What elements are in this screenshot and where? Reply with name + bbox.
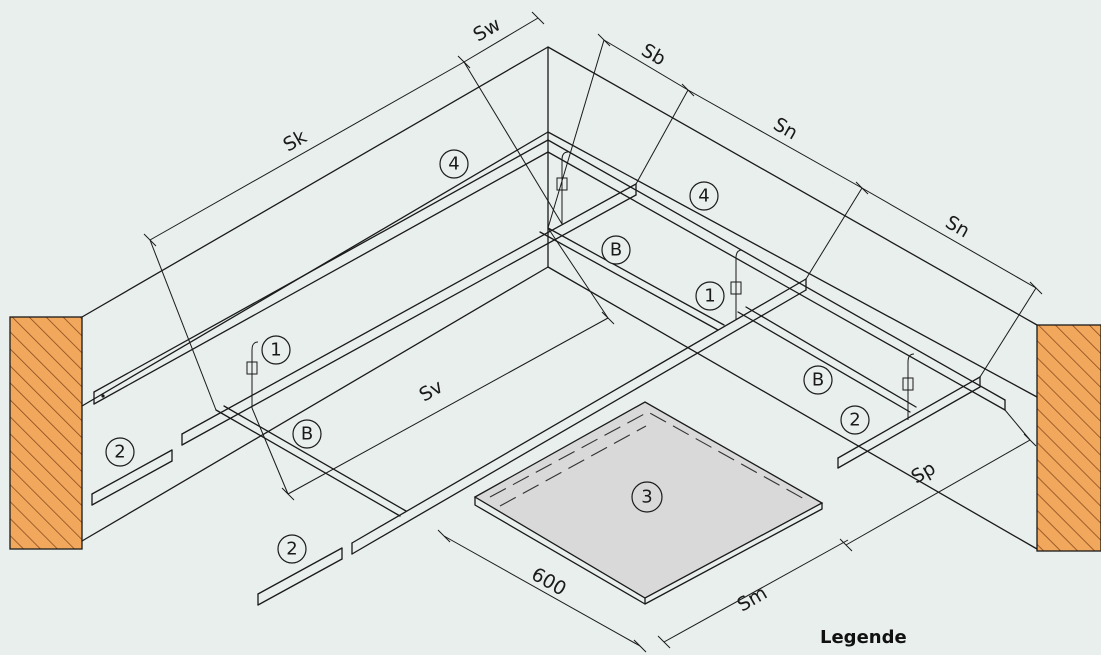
svg-text:1: 1: [270, 340, 281, 361]
svg-text:3: 3: [641, 487, 652, 508]
callout-4a: 4: [439, 149, 469, 179]
callout-Bb: B: [292, 419, 322, 449]
callout-1b: 1: [695, 281, 725, 311]
svg-text:B: B: [610, 240, 622, 261]
legend-title: Legende: [820, 627, 907, 648]
wall-angle-profile: [93, 139, 1006, 411]
callout-Bc: B: [803, 365, 833, 395]
wall-right: [1036, 324, 1101, 552]
callouts: 1 1 2 2 2 3 4 4 B B B: [105, 149, 870, 564]
dim-label-sb: Sb: [638, 39, 670, 70]
loose-profile-left: [91, 449, 173, 506]
cross-tees: [215, 227, 917, 517]
svg-text:4: 4: [448, 154, 459, 175]
dim-label-sn-2: Sn: [942, 211, 974, 242]
svg-text:4: 4: [698, 186, 709, 207]
callout-2c: 2: [840, 405, 870, 435]
main-runner-right: [837, 376, 981, 469]
loose-profile-bottom: [257, 547, 343, 606]
callout-4b: 4: [689, 181, 719, 211]
dim-label-sm: Sm: [734, 582, 771, 616]
dimension-lines: [143, 11, 1043, 653]
svg-text:2: 2: [286, 539, 297, 560]
hangers: [246, 151, 915, 420]
callout-2b: 2: [277, 534, 307, 564]
callout-1a: 1: [261, 335, 291, 365]
svg-text:2: 2: [849, 410, 860, 431]
svg-text:2: 2: [114, 442, 125, 463]
room-outline: [81, 46, 1038, 550]
main-runner-back: [181, 183, 637, 446]
svg-text:B: B: [301, 424, 313, 445]
svg-text:1: 1: [704, 286, 715, 307]
dim-label-sn-1: Sn: [770, 113, 802, 144]
svg-text:B: B: [812, 370, 824, 391]
callout-3: 3: [631, 481, 663, 513]
dim-label-sv: Sv: [416, 376, 447, 407]
callout-2a: 2: [105, 437, 135, 467]
callout-Ba: B: [601, 235, 631, 265]
dim-label-sp: Sp: [908, 457, 940, 488]
wall-left: [9, 316, 83, 550]
main-runner-front: [351, 278, 807, 555]
